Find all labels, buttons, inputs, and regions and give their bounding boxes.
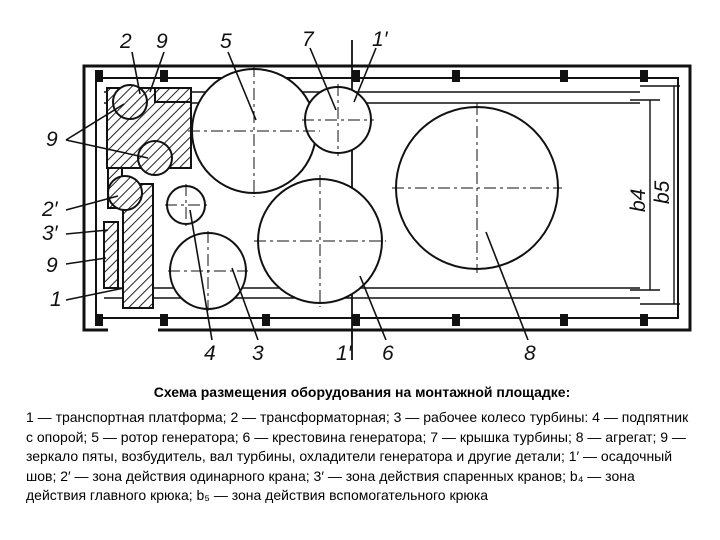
part-circle-middle	[137, 140, 173, 176]
label-2: 2	[119, 30, 132, 53]
center-lines	[165, 65, 562, 311]
figure-caption: Схема размещения оборудования на монтажн…	[26, 384, 698, 506]
part-circle-lower	[107, 175, 143, 211]
label-6: 6	[382, 342, 394, 365]
label-5: 5	[220, 30, 232, 53]
label-9-lower: 9	[46, 254, 58, 277]
label-3-prime: 3′	[42, 222, 59, 245]
label-3: 3	[252, 342, 264, 365]
label-b4: b4	[627, 189, 650, 212]
label-7: 7	[302, 28, 315, 51]
diagram-labels: 2 9 5 7 1′ 9 2′ 3′ 9 1 4 3 1′ 6 8 b4 b5	[41, 28, 674, 365]
leader-lines	[65, 47, 529, 341]
label-1: 1	[50, 288, 62, 311]
label-9-top: 9	[156, 30, 168, 53]
caption-legend-text: 1 — транспортная платформа; 2 — трансфор…	[26, 409, 689, 503]
label-4: 4	[204, 342, 216, 365]
turbine-cover-circle	[304, 86, 372, 154]
label-1-prime-top: 1′	[372, 28, 389, 51]
building-walls	[82, 64, 692, 335]
equipment-layout-diagram: 2 9 5 7 1′ 9 2′ 3′ 9 1 4 3 1′ 6 8 b4 b5	[41, 28, 692, 365]
label-9-left: 9	[46, 128, 58, 151]
label-b5: b5	[651, 180, 674, 204]
label-1-prime-bottom: 1′	[336, 342, 353, 365]
part-circle-upper	[112, 84, 148, 120]
hook-zone-dimensions	[630, 85, 680, 305]
caption-title: Схема размещения оборудования на монтажн…	[153, 384, 571, 400]
label-2-prime: 2′	[41, 198, 59, 221]
label-8: 8	[524, 342, 536, 365]
